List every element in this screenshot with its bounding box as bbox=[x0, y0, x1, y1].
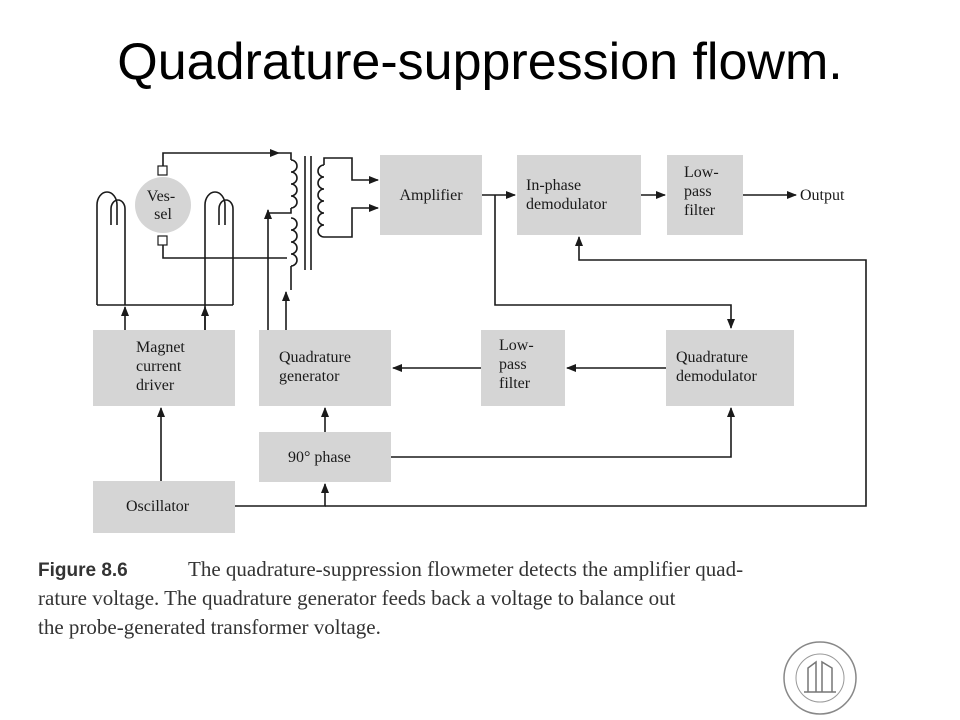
lowpass-filter-top-label: Low- pass filter bbox=[684, 164, 723, 219]
electrode-top-wire bbox=[162, 149, 280, 166]
quadrature-demodulator-label: Quadrature demodulator bbox=[676, 349, 758, 385]
primary-mid-lead bbox=[268, 208, 292, 214]
slide-title: Quadrature-suppression flowm. bbox=[117, 33, 843, 91]
transformer-primary-bottom bbox=[290, 217, 298, 267]
phase-90-block bbox=[259, 432, 391, 482]
quadrature-generator-block bbox=[259, 330, 391, 406]
amplifier-block bbox=[380, 155, 482, 235]
oscillator-to-inphase-arrow bbox=[325, 236, 867, 507]
electrode-bottom-wire bbox=[162, 245, 287, 259]
caption-line-3: the probe-generated transformer voltage. bbox=[38, 615, 381, 639]
university-seal bbox=[783, 641, 857, 715]
magnet-current-driver-block bbox=[93, 330, 235, 406]
inphase-demodulator-label: In-phase demodulator bbox=[526, 177, 608, 213]
magnet-coil-right bbox=[204, 191, 234, 330]
transformer-primary-top bbox=[290, 159, 298, 209]
oscillator-block bbox=[93, 481, 235, 533]
lowpass-filter-mid-label: Low- pass filter bbox=[499, 337, 538, 392]
secondary-to-amp-bottom bbox=[324, 204, 379, 238]
primary-top-lead bbox=[279, 152, 292, 160]
magnet-coil-left bbox=[96, 191, 126, 305]
vessel-label: Ves- sel bbox=[147, 188, 179, 223]
amplifier-label: Amplifier bbox=[399, 187, 463, 204]
vessel-top-electrode bbox=[157, 165, 168, 176]
transformer-secondary bbox=[317, 164, 325, 238]
figure-label: Figure 8.6 bbox=[38, 560, 128, 581]
quadrature-generator-label: Quadrature generator bbox=[279, 349, 355, 385]
phase-90-label: 90° phase bbox=[288, 449, 351, 466]
quadrature-demodulator-block bbox=[666, 330, 794, 406]
lowpass-filter-mid-block bbox=[481, 330, 565, 406]
inphase-demodulator-block bbox=[517, 155, 641, 235]
vessel-bottom-electrode bbox=[157, 235, 168, 246]
phase-to-quaddemod-arrow bbox=[391, 407, 735, 458]
secondary-to-amp-top bbox=[323, 157, 379, 184]
output-label: Output bbox=[800, 187, 845, 204]
lowpass-filter-top-block bbox=[667, 155, 743, 235]
oscillator-label: Oscillator bbox=[126, 498, 190, 515]
caption-line-1: The quadrature-suppression flowmeter det… bbox=[188, 557, 743, 581]
caption-line-2: rature voltage. The quadrature generator… bbox=[38, 586, 676, 610]
vessel-circle bbox=[135, 177, 191, 233]
magnet-current-driver-label: Magnet current driver bbox=[136, 339, 189, 394]
oscillator-to-phase-arrow bbox=[235, 483, 329, 507]
amp-to-quad-demod-arrow bbox=[494, 195, 735, 329]
